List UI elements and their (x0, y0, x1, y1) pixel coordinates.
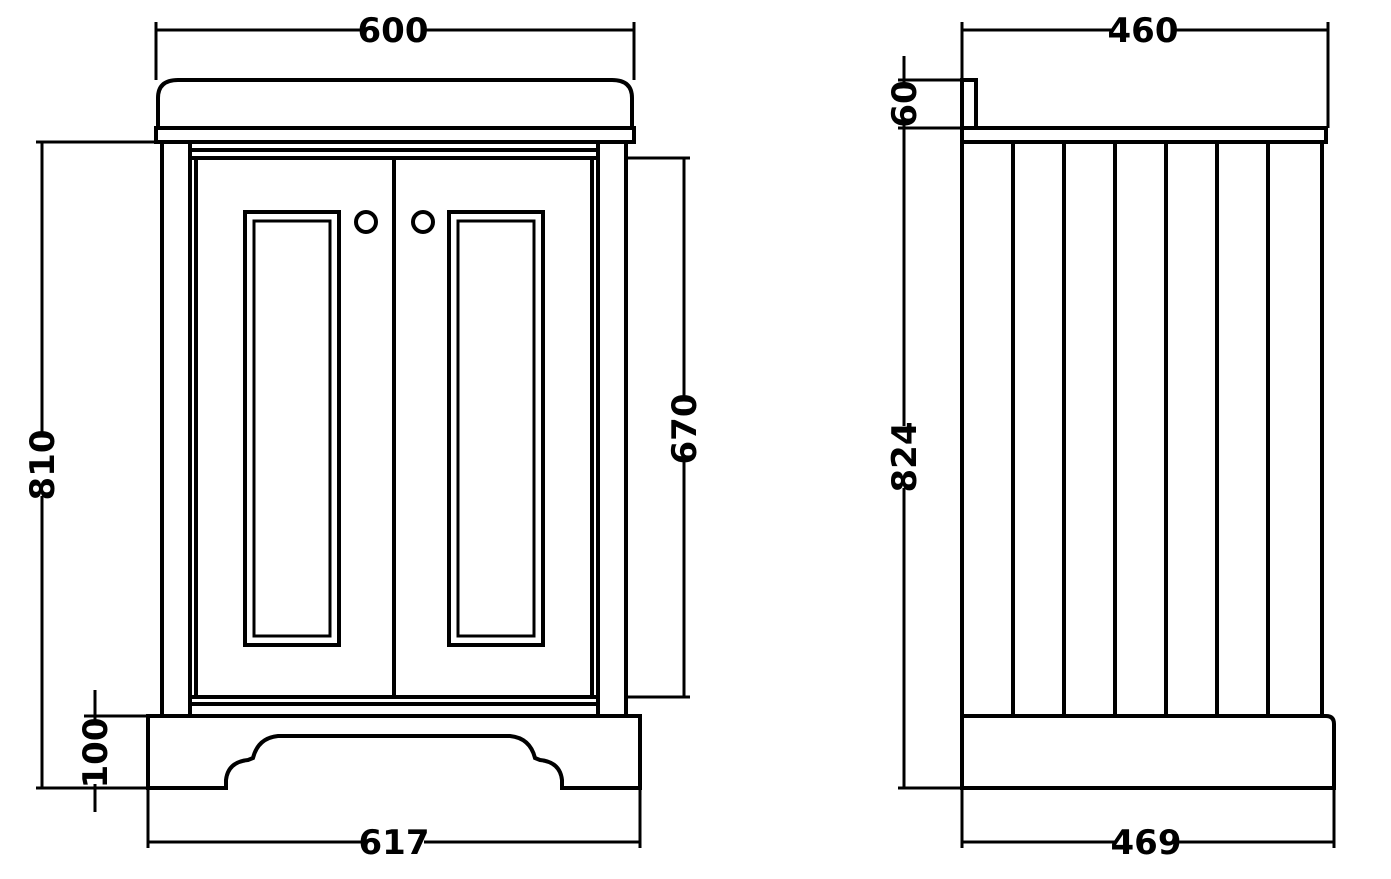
dimension-label-600: 600 (358, 11, 429, 51)
dimension-side-base-depth: 469 (960, 790, 1336, 863)
dimension-front-door-height: 670 (626, 156, 705, 699)
side-plinth (960, 714, 1336, 790)
dimension-label-60: 60 (885, 80, 925, 127)
dimension-front-top-width: 600 (154, 11, 636, 80)
dimension-label-670: 670 (665, 394, 705, 465)
left-door-panel (243, 210, 341, 647)
left-door-knob (354, 210, 378, 234)
right-door-knob (411, 210, 435, 234)
dimension-label-100: 100 (76, 718, 116, 789)
dimension-side-top-depth: 460 (960, 11, 1330, 128)
side-view: 460 469 824 60 (885, 11, 1336, 863)
dimension-label-469: 469 (1111, 823, 1182, 863)
dimension-label-810: 810 (23, 430, 63, 501)
dimension-front-plinth-height: 100 (76, 690, 148, 812)
dimension-label-824: 824 (885, 422, 925, 493)
dimension-label-617: 617 (359, 823, 430, 863)
dimension-side-total-height: 824 (885, 126, 962, 790)
dimension-front-base-width: 617 (146, 790, 642, 863)
dimension-side-upstand-height: 60 (885, 56, 962, 128)
right-door-panel (447, 210, 545, 647)
cabinet-doors (243, 156, 545, 699)
side-panel-slats (1011, 142, 1270, 718)
dimension-label-460: 460 (1108, 11, 1179, 51)
plinth (146, 714, 642, 790)
front-view: 600 617 810 670 (23, 11, 705, 863)
basin-top (154, 78, 636, 144)
dimension-front-total-height: 810 (23, 140, 156, 790)
side-top-slab (960, 78, 1328, 144)
